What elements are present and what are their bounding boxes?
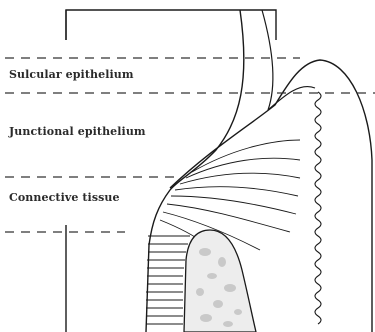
enamel-inner-line xyxy=(262,10,273,110)
pdl-hatching xyxy=(146,236,190,324)
label-junctional-epithelium: Junctional epithelium xyxy=(9,125,146,138)
sulcus-line xyxy=(268,87,315,110)
label-connective-tissue: Connective tissue xyxy=(9,191,120,204)
alveolar-bone xyxy=(184,230,256,332)
rete-pegs xyxy=(315,92,321,324)
tooth-crown-top xyxy=(66,10,276,40)
label-sulcular-epithelium: Sulcular epithelium xyxy=(9,68,134,81)
gingival-fibres xyxy=(160,140,300,250)
